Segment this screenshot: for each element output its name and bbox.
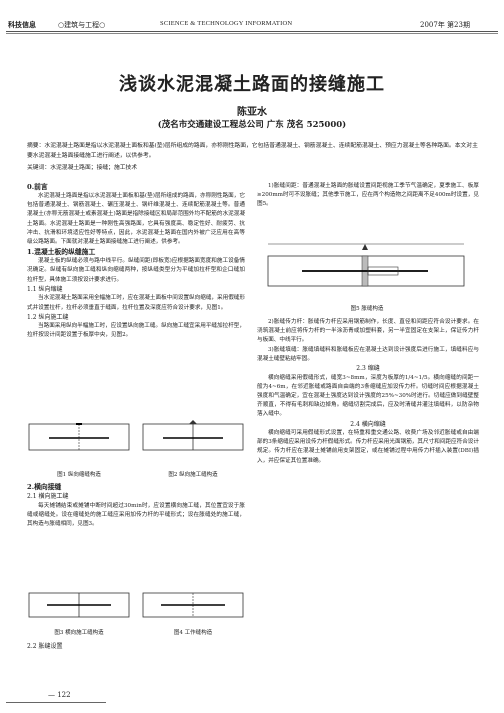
figure-caption: 图1 纵向缩缝构造: [57, 472, 101, 478]
issue-label: 2007年 第23期: [420, 21, 470, 29]
subsection-heading: 2.2 胀缝设置: [27, 643, 63, 650]
paragraph: 混凝土板的纵缝必须与路中线平行。纵缝间距(即板宽)应根据路面宽度和施工设备情况确…: [27, 258, 245, 283]
left-column-lower: 2.横向接缝 2.1 横向施工缝 每天摊铺结束或摊铺中断时间超过30min时，应…: [27, 482, 245, 529]
subsection-heading: 1.1 纵向缩缝: [27, 285, 63, 293]
author: 陈亚水: [237, 107, 267, 118]
figure-2-diagram: [142, 420, 244, 451]
figure-3-4-drawing: [28, 592, 244, 618]
abstract: 摘要：水泥混凝土路面是指以水泥混凝土面板和基(垫)层所组成的路面，亦称刚性路面，…: [27, 143, 478, 159]
article-title: 浅谈水泥混凝土路面的接缝施工: [119, 74, 385, 95]
paragraph: 横向缩缝采用假缝形式，缝宽3~8mm，深度为板厚的1/4~1/5。横向缩缝的间距…: [257, 374, 479, 418]
figure-caption: 图5 胀缝构造: [350, 306, 384, 312]
header-rule-thin: [6, 33, 498, 34]
figure-caption: 图4 工作缝构造: [173, 630, 213, 636]
left-column: 0.前言 水泥混凝土路面是指以水泥混凝土面板和基(垫)层所组成的路面，亦称刚性路…: [27, 182, 245, 341]
header-rule: [6, 31, 498, 32]
paragraph: 1)胀缝间距：普通混凝土路面的胀缝设置间距视施工季节气温确定，夏季施工、板厚≥2…: [257, 183, 479, 208]
subsection-heading: 2.3 缩缝: [356, 365, 380, 373]
page-number: — 122: [48, 691, 71, 699]
paragraph: 3)胀缝填缝：胀缝填缝料和胀缝板应在混凝土达到设计强度后进行施工，填缝料应与混凝…: [257, 346, 479, 362]
figure-5-drawing: [267, 243, 465, 287]
affiliation: (茂名市交通建设工程总公司 广东 茂名 525000): [157, 120, 347, 130]
left-column-tail: 2.2 胀缝设置: [27, 642, 245, 652]
keywords: 关键词：水泥混凝土路面；接缝；施工技术: [27, 165, 138, 171]
subsection-heading: 1.2 纵向施工缝: [27, 313, 69, 321]
section-heading: 1.混凝土板的纵缝施工: [27, 248, 96, 257]
paragraph: 2)胀缝传力杆：胀缝传力杆应采用钢筋制作，长度、直径和间距应符合设计要求。在浇筑…: [257, 319, 479, 344]
paragraph: 当路面采用纵向半幅施工时，应设置纵向施工缝。纵向施工缝宜采用平缝加拉杆型，拉杆按…: [27, 323, 245, 339]
paragraph: 当水泥混凝土路面采用全幅施工时，应在混凝土面板中间设置纵向缩缝，采用假缝形式并设…: [27, 295, 245, 311]
figure-1-2-drawing: [28, 420, 244, 451]
section-label: ○建筑与工程○: [58, 21, 106, 29]
figure-caption: 图3 横向施工缝构造: [54, 630, 104, 636]
paragraph: 每天摊铺结束或摊铺中断时间超过30min时，应设置横向施工缝，其位置宜设于胀缝或…: [27, 502, 245, 527]
paragraph: 横向缩缝可采用假缝形式设置，在特重和重交通公路、收费广场及邻近胀缝或自由端部的3…: [257, 430, 479, 464]
paragraph: 水泥混凝土路面是指以水泥混凝土面板和基(垫)层所组成的路面，亦称刚性路面，它包括…: [27, 193, 245, 246]
figure-1-diagram: [28, 423, 130, 451]
figure-4-diagram: [142, 592, 244, 618]
figure-3-diagram: [28, 592, 130, 618]
section-heading: 0.前言: [27, 183, 48, 191]
subsection-heading: 2.1 横向施工缝: [27, 493, 69, 500]
figure-caption: 图2 纵向施工缝构造: [168, 472, 218, 478]
section-heading: 2.横向接缝: [27, 483, 62, 491]
footer-rule: [6, 702, 106, 703]
right-column-top: 1)胀缝间距：普通混凝土路面的胀缝设置间距视施工季节气温确定，夏季施工、板厚≥2…: [257, 182, 479, 210]
subsection-heading: 2.4 横向缩缝: [350, 420, 386, 428]
journal-english-name: SCIENCE & TECHNOLOGY INFORMATION: [160, 20, 293, 27]
journal-name: 科技信息: [8, 20, 36, 29]
right-column-lower: 2)胀缝传力杆：胀缝传力杆应采用钢筋制作，长度、直径和间距应符合设计要求。在浇筑…: [257, 318, 479, 466]
